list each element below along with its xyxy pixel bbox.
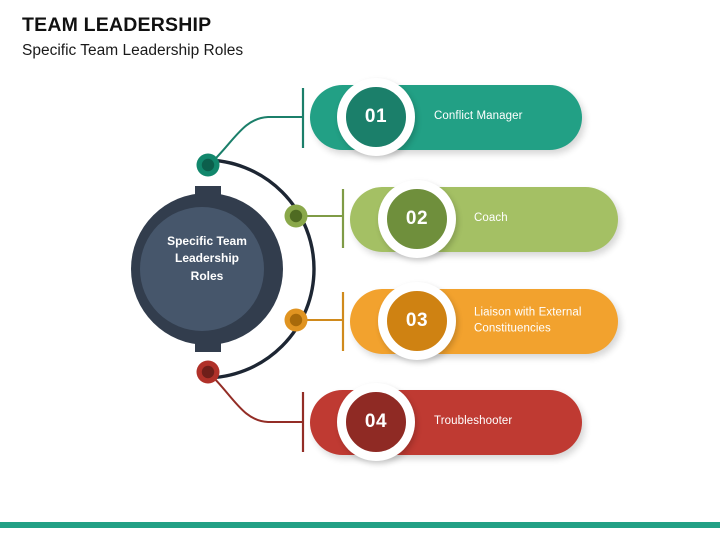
role-label-2: Coach: [474, 212, 508, 225]
role-medallion-1[interactable]: 01: [337, 78, 415, 156]
role-label-3: Liaison with External Constituencies: [474, 306, 582, 334]
role-medallion-inner-3: 03: [385, 289, 449, 353]
role-number-4: 04: [364, 411, 388, 432]
hub-inner-disc: [140, 207, 264, 331]
role-medallion-inner-4: 04: [344, 390, 408, 454]
role-medallion-4[interactable]: 04: [337, 383, 415, 461]
hub-arc: [204, 158, 316, 380]
role-label-1: Conflict Manager: [434, 110, 523, 123]
role-number-1: 01: [364, 106, 388, 127]
slide-header: TEAM LEADERSHIP Specific Team Leadership…: [22, 14, 662, 61]
role-medallion-inner-1: 01: [344, 85, 408, 149]
role-number-2: 02: [405, 208, 429, 229]
node-dot-inner-1: [201, 158, 215, 172]
role-number-3: 03: [405, 310, 429, 331]
node-dot-inner-3: [289, 313, 303, 327]
connector-line-1: [208, 116, 303, 166]
role-medallion-inner-2: 02: [385, 187, 449, 251]
node-dot-inner-4: [201, 365, 215, 379]
footer-accent-rule: [0, 522, 720, 528]
page-subtitle: Specific Team Leadership Roles: [22, 42, 244, 60]
role-label-4: Troubleshooter: [434, 415, 513, 428]
node-dot-inner-2: [289, 209, 303, 223]
page-title: TEAM LEADERSHIP: [22, 14, 212, 36]
role-medallion-2[interactable]: 02: [378, 180, 456, 258]
role-medallion-3[interactable]: 03: [378, 282, 456, 360]
connector-line-4: [208, 372, 303, 423]
